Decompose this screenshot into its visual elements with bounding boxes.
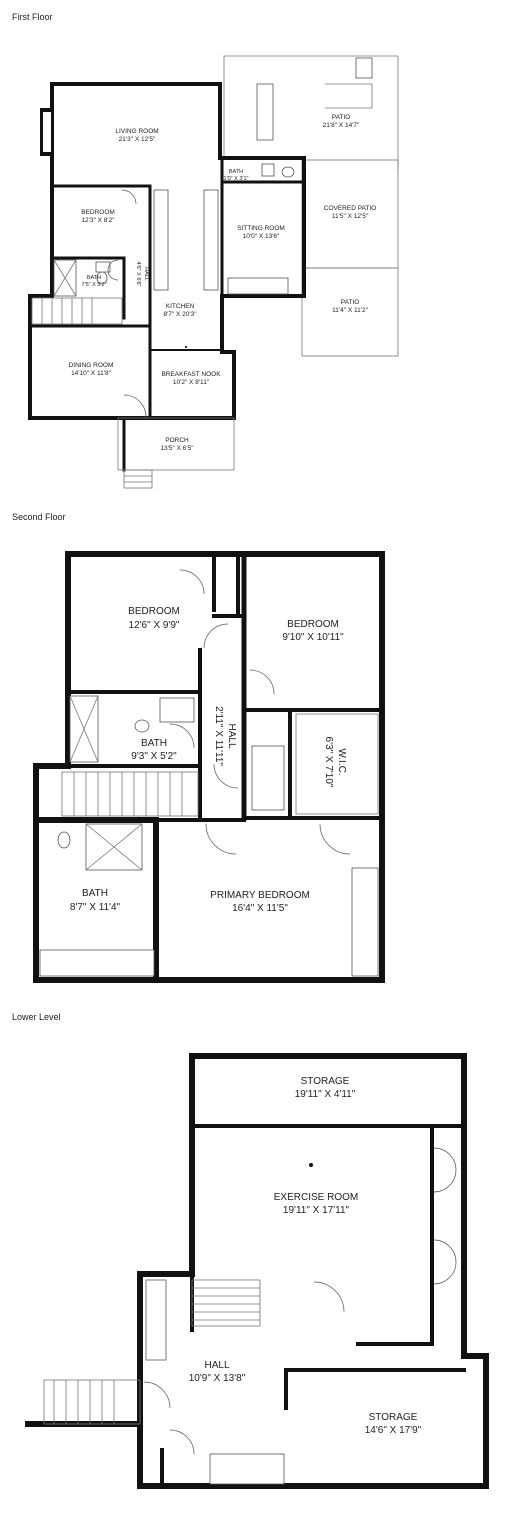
wic-label: W.I.C.: [336, 748, 347, 775]
wic-dims: 6'3" X 7'10": [323, 737, 334, 788]
lower-level-doors: [143, 1147, 457, 1455]
small-bath-label: BATH: [229, 169, 243, 175]
patio-top-label: PATIO: [332, 114, 351, 121]
bath-lower-label: BATH: [82, 888, 108, 899]
patio-top-dims: 21'8" X 14'7": [323, 122, 360, 129]
first-floor-doors: [107, 189, 147, 418]
storage-top-label: STORAGE: [301, 1076, 350, 1087]
living-room-dims: 21'3" X 12'5": [119, 136, 156, 143]
lower-level-fixtures: [43, 1163, 313, 1485]
bath-upper-dims: 9'3" X 5'2": [131, 751, 177, 762]
bedroom-dims: 12'3" X 8'2": [81, 217, 115, 224]
patio-bottom-dims: 11'4" X 11'2": [332, 307, 368, 314]
small-bath-dims: 1'0" X 3'1": [224, 176, 249, 182]
exercise-room-label: EXERCISE ROOM: [274, 1192, 358, 1203]
sitting-room-dims: 10'0" X 13'6": [243, 233, 280, 240]
hall-lower-label: HALL: [204, 1360, 229, 1371]
bath-dims: 7'5" X 5'2": [82, 282, 107, 288]
primary-bedroom-label: PRIMARY BEDROOM: [210, 890, 310, 901]
second-floor-fixtures: [39, 695, 379, 977]
breakfast-nook-dims: 10'2" X 8'11": [173, 379, 210, 386]
second-floor-title: Second Floor: [12, 512, 66, 522]
second-floor-doors: [169, 569, 351, 855]
first-floor-fixtures: [31, 163, 295, 349]
exercise-room-dims: 19'11" X 17'11": [283, 1205, 350, 1216]
bedroom-left-label: BEDROOM: [128, 606, 180, 617]
bath-upper-label: BATH: [141, 738, 167, 749]
covered-patio-dims: 11'5" X 12'5": [332, 213, 369, 220]
breakfast-nook-label: BREAKFAST NOOK: [161, 371, 221, 378]
dining-room-label: DINING ROOM: [69, 362, 114, 369]
lower-level-title: Lower Level: [12, 1012, 61, 1022]
bedroom-right-label: BEDROOM: [287, 619, 339, 630]
primary-bedroom-dims: 16'4" X 11'5": [232, 903, 288, 914]
bath-lower-dims: 8'7" X 11'4": [70, 902, 121, 913]
patio-outline: [223, 55, 399, 357]
dining-room-dims: 14'10" X 11'8": [71, 370, 112, 377]
sitting-room-label: SITTING ROOM: [237, 225, 285, 232]
hall-label: HALL: [143, 267, 149, 281]
kitchen-dims: 8'7" X 20'3": [163, 311, 197, 318]
kitchen-label: KITCHEN: [166, 303, 195, 310]
bedroom-right-dims: 9'10" X 10'11": [282, 632, 344, 643]
first-floor-title: First Floor: [12, 12, 53, 22]
second-floor-plan: BEDROOM 12'6" X 9'9" BEDROOM 9'10" X 10'…: [33, 551, 385, 983]
second-floor-walls: [33, 551, 385, 983]
patio-bottom-label: PATIO: [341, 299, 360, 306]
bedroom-label: BEDROOM: [81, 209, 115, 216]
porch-label: PORCH: [165, 437, 189, 444]
living-room-label: LIVING ROOM: [115, 128, 158, 135]
hall-lower-dims: 10'9" X 13'8": [189, 1373, 246, 1384]
covered-patio-label: COVERED PATIO: [324, 205, 377, 212]
hall-dims: 4'6" X 6'6": [135, 262, 141, 287]
porch-outline: [117, 417, 235, 489]
bath-label: BATH: [87, 275, 101, 281]
lower-level-plan: STORAGE 19'11" X 4'11" EXERCISE ROOM 19'…: [25, 1053, 489, 1489]
porch-dims: 13'5" X 6'5": [160, 445, 194, 452]
storage-top-dims: 19'11" X 4'11": [295, 1089, 356, 1100]
first-floor-walls: [28, 82, 306, 472]
hall-label: HALL: [226, 723, 237, 748]
hall-dims: 2'11" X 11'11": [213, 706, 224, 766]
first-floor-plan: LIVING ROOM 21'3" X 12'5" BATH 1'0" X 3'…: [28, 55, 399, 489]
storage-bottom-dims: 14'6" X 17'9": [365, 1425, 422, 1436]
storage-bottom-label: STORAGE: [369, 1412, 418, 1423]
bedroom-left-dims: 12'6" X 9'9": [129, 620, 180, 631]
